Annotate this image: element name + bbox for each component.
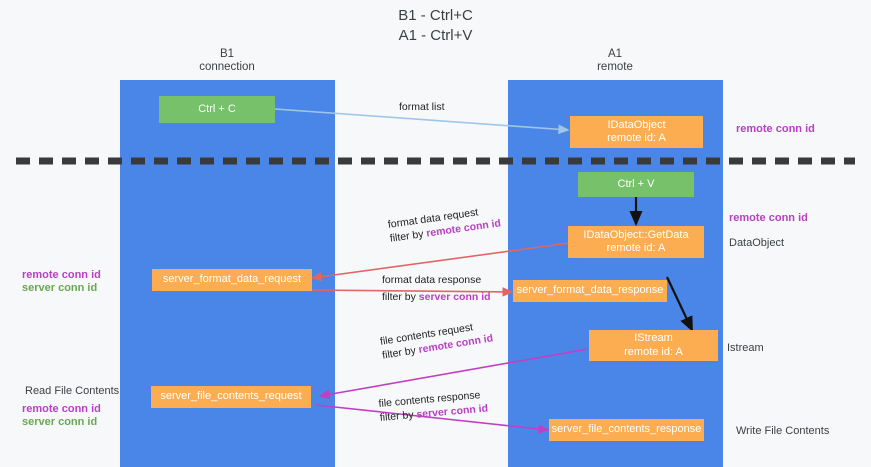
- box-getdata-line2: remote id: A: [606, 242, 666, 254]
- annotation-left-remote-conn-id-2: remote conn id: [22, 403, 101, 415]
- annotation-istream: Istream: [727, 342, 764, 354]
- filter-key: server conn id: [418, 291, 491, 303]
- box-server-file-contents-response-label: server_file_contents_response: [551, 423, 702, 436]
- annotation-dataobject: DataObject: [729, 237, 785, 249]
- box-server-format-data-request-label: server_format_data_request: [162, 273, 302, 286]
- arrow-response-to-istream: [666, 276, 693, 332]
- annotation-read-file-contents: Read File Contents: [25, 385, 120, 397]
- box-idataobject-getdata[interactable]: IDataObject::GetData remote id: A: [568, 226, 704, 258]
- box-server-file-contents-request-label: server_file_contents_request: [160, 390, 302, 403]
- title-line-1: B1 - Ctrl+C: [398, 7, 473, 24]
- annotation-write-file-contents: Write File Contents: [736, 425, 830, 437]
- lane-header-a1: A1 remote: [535, 48, 695, 74]
- box-istream[interactable]: IStream remote id: A: [589, 330, 718, 361]
- box-ctrl-v[interactable]: Ctrl + V: [578, 172, 694, 197]
- format-data-response-filter: filter by server conn id: [382, 290, 491, 304]
- box-server-format-data-response[interactable]: server_format_data_response: [513, 280, 667, 302]
- box-ctrl-v-label: Ctrl + V: [617, 177, 655, 190]
- page-title: B1 - Ctrl+C A1 - Ctrl+V: [0, 6, 871, 46]
- filter-prefix: filter by: [382, 291, 419, 303]
- format-data-response-text: format data response: [382, 274, 482, 286]
- lane-header-b1: B1 connection: [147, 48, 307, 74]
- box-server-file-contents-response[interactable]: server_file_contents_response: [549, 419, 704, 441]
- box-ctrl-c-label: Ctrl + C: [198, 102, 236, 115]
- annotation-remote-conn-id-mid: remote conn id: [729, 212, 808, 224]
- arrow-format-list: [274, 108, 570, 135]
- annotation-remote-conn-id-top: remote conn id: [736, 123, 815, 135]
- title-line-2: A1 - Ctrl+V: [398, 27, 473, 44]
- box-istream-line1: IStream: [634, 332, 673, 344]
- box-idataobject-line2: remote id: A: [607, 132, 666, 144]
- lane-a1-sub: remote: [597, 61, 633, 73]
- arrow-format-data-response: [307, 287, 514, 297]
- arrow-file-contents-request: [318, 348, 589, 400]
- annotation-left-server-conn-id: server conn id: [22, 282, 98, 294]
- box-idataobject-line1: IDataObject: [607, 118, 666, 131]
- box-server-format-data-request[interactable]: server_format_data_request: [152, 269, 312, 291]
- lane-b1-name: B1: [219, 48, 235, 60]
- annotation-left-remote-conn-id: remote conn id: [22, 269, 101, 281]
- box-idataobject[interactable]: IDataObject remote id: A: [570, 116, 703, 148]
- box-ctrl-c[interactable]: Ctrl + C: [159, 96, 275, 123]
- box-server-format-data-response-label: server_format_data_response: [516, 284, 664, 297]
- filter-prefix: filter by: [379, 408, 417, 424]
- edge-label-format-data-response: format data response filter by server co…: [382, 273, 491, 304]
- box-istream-line2: remote id: A: [624, 345, 683, 358]
- box-server-file-contents-request[interactable]: server_file_contents_request: [151, 386, 311, 408]
- arrow-file-contents-response: [315, 404, 550, 434]
- box-getdata-line1: IDataObject::GetData: [583, 228, 689, 241]
- annotation-left-server-conn-id-2: server conn id: [22, 416, 98, 428]
- edge-label-format-list: format list: [399, 101, 445, 113]
- arrow-format-data-request: [310, 242, 570, 282]
- lane-b1-sub: connection: [199, 61, 255, 73]
- lane-a1-name: A1: [607, 48, 623, 60]
